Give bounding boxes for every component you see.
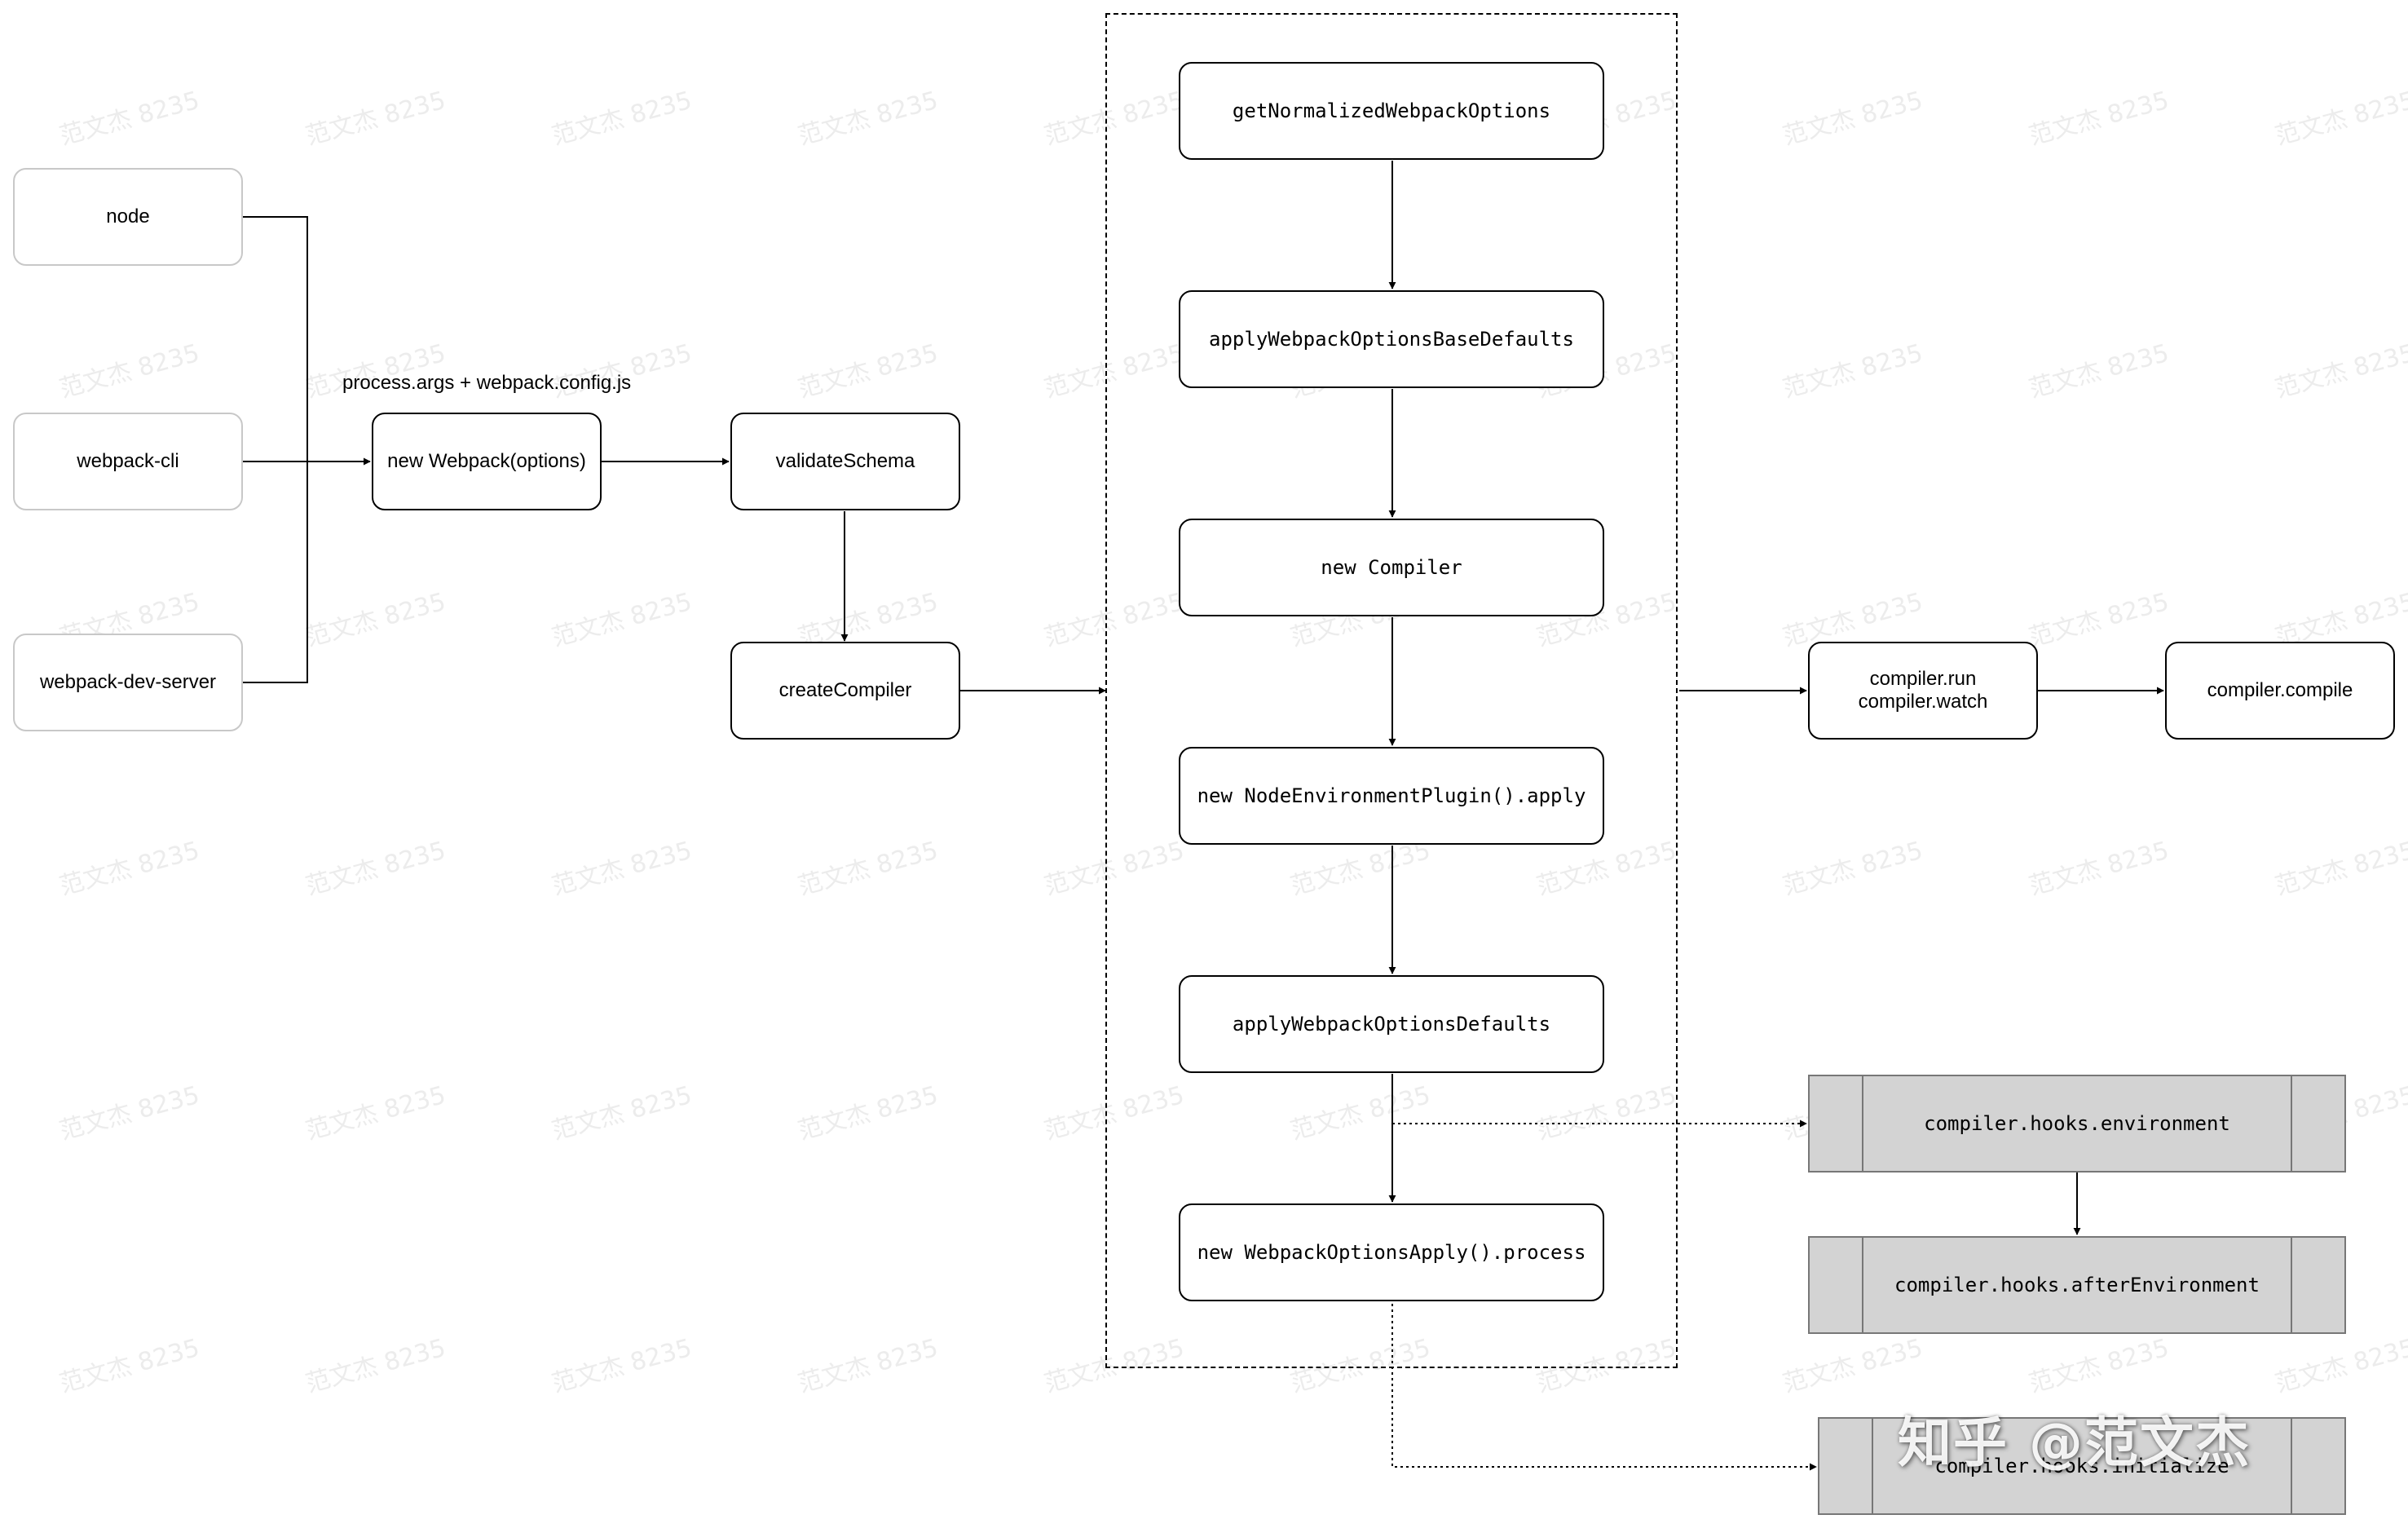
hook-after-environment-right-bar xyxy=(2291,1238,2292,1332)
new-webpack-label: new Webpack(options) xyxy=(387,450,586,472)
entry-webpack-cli-label: webpack-cli xyxy=(77,450,179,472)
new-webpack-node[interactable]: new Webpack(options) xyxy=(372,413,602,510)
apply-base-defaults-label: applyWebpackOptionsBaseDefaults xyxy=(1209,328,1574,351)
edge-node-to-merge xyxy=(243,216,308,461)
brand-watermark: 知乎 @范文杰 xyxy=(1898,1411,2251,1474)
hook-environment-left-bar xyxy=(1862,1076,1863,1171)
entry-webpack-cli[interactable]: webpack-cli xyxy=(13,413,243,510)
compiler-watch-label: compiler.watch xyxy=(1858,691,1988,713)
apply-base-defaults-node[interactable]: applyWebpackOptionsBaseDefaults xyxy=(1179,290,1604,388)
compiler-run-label: compiler.run xyxy=(1869,668,1977,690)
entry-node[interactable]: node xyxy=(13,168,243,266)
hook-environment-right-bar xyxy=(2291,1076,2292,1171)
node-environment-plugin-node[interactable]: new NodeEnvironmentPlugin().apply xyxy=(1179,747,1604,845)
validate-schema-node[interactable]: validateSchema xyxy=(730,413,960,510)
compiler-compile-node[interactable]: compiler.compile xyxy=(2165,642,2395,740)
hook-initialize-left-bar xyxy=(1872,1419,1873,1513)
get-normalized-options-label: getNormalizedWebpackOptions xyxy=(1232,99,1551,122)
options-apply-process-node[interactable]: new WebpackOptionsApply().process xyxy=(1179,1203,1604,1301)
apply-defaults-label: applyWebpackOptionsDefaults xyxy=(1232,1013,1551,1036)
validate-schema-label: validateSchema xyxy=(775,450,915,472)
get-normalized-options-node[interactable]: getNormalizedWebpackOptions xyxy=(1179,62,1604,160)
hook-after-environment-left-bar xyxy=(1862,1238,1863,1332)
hook-initialize-label: compiler.hooks.initialize xyxy=(1934,1455,2229,1477)
entry-webpack-dev-server[interactable]: webpack-dev-server xyxy=(13,634,243,731)
compiler-run-watch-node[interactable]: compiler.run compiler.watch xyxy=(1808,642,2038,740)
edge-label-process-args: process.args + webpack.config.js xyxy=(342,372,632,394)
create-compiler-node[interactable]: createCompiler xyxy=(730,642,960,740)
edge-options-apply-to-initialize-hook xyxy=(1391,1304,1817,1471)
entry-webpack-dev-server-label: webpack-dev-server xyxy=(39,671,217,693)
edge-dev-server-to-merge xyxy=(243,461,308,683)
compiler-compile-label: compiler.compile xyxy=(2207,679,2353,701)
options-apply-process-label: new WebpackOptionsApply().process xyxy=(1197,1241,1586,1264)
entry-node-label: node xyxy=(106,205,150,227)
hook-initialize-node[interactable]: compiler.hooks.initialize xyxy=(1818,1417,2346,1515)
new-compiler-node[interactable]: new Compiler xyxy=(1179,519,1604,616)
hook-environment-label: compiler.hooks.environment xyxy=(1924,1112,2230,1135)
hook-after-environment-label: compiler.hooks.afterEnvironment xyxy=(1894,1274,2260,1296)
node-environment-plugin-label: new NodeEnvironmentPlugin().apply xyxy=(1197,784,1586,807)
hook-after-environment-node[interactable]: compiler.hooks.afterEnvironment xyxy=(1808,1236,2346,1334)
create-compiler-group xyxy=(1105,13,1678,1368)
hook-environment-node[interactable]: compiler.hooks.environment xyxy=(1808,1075,2346,1172)
hook-initialize-right-bar xyxy=(2291,1419,2292,1513)
apply-defaults-node[interactable]: applyWebpackOptionsDefaults xyxy=(1179,975,1604,1073)
create-compiler-label: createCompiler xyxy=(778,679,912,701)
new-compiler-label: new Compiler xyxy=(1321,556,1462,579)
